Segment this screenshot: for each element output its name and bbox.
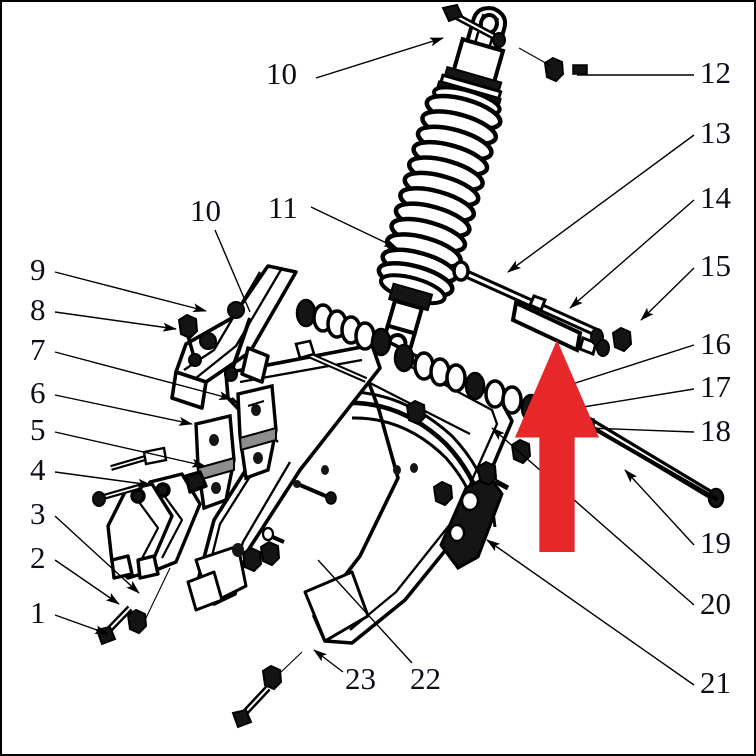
- leader-line-9: [54, 271, 207, 313]
- link-bolt: [224, 317, 252, 382]
- leader-line-18: [587, 427, 695, 433]
- callout-number-6: 6: [30, 375, 46, 410]
- leader-line-22: [317, 559, 413, 664]
- callout-number-14: 14: [700, 180, 731, 215]
- callout-number-2: 2: [30, 540, 46, 575]
- callout-number-23: 23: [345, 661, 376, 696]
- leader-line-13: [507, 134, 695, 273]
- link-bolts-left: [92, 446, 168, 507]
- callout-number-20: 20: [700, 586, 731, 621]
- upper-link-arm: [170, 264, 298, 410]
- callout-number-21: 21: [700, 665, 731, 700]
- bottom-left-bolt-nut: [95, 567, 171, 646]
- chain-slider-guide: [433, 461, 510, 570]
- leader-line-3: [54, 515, 140, 594]
- callout-number-9: 9: [30, 252, 46, 287]
- leader-line-20: [491, 427, 695, 606]
- leader-line-14: [569, 199, 695, 309]
- callout-number-4: 4: [30, 452, 46, 487]
- leader-line-10: [214, 229, 251, 313]
- bottom-axle-bolt: [231, 651, 303, 729]
- callout-number-7: 7: [30, 332, 46, 367]
- leader-line-7: [54, 351, 233, 401]
- callout-number-16: 16: [700, 326, 731, 361]
- leader-line-5: [54, 431, 206, 468]
- callout-number-5: 5: [30, 412, 46, 447]
- callout-number-11: 11: [268, 190, 298, 225]
- leader-line-10: [315, 37, 444, 79]
- leader-line-6: [54, 394, 193, 426]
- lower-link-plates: [106, 470, 208, 580]
- leader-line-16: [565, 344, 695, 387]
- leader-line-19: [624, 469, 695, 546]
- callout-number-18: 18: [700, 413, 731, 448]
- callout-number-17: 17: [700, 369, 731, 404]
- callout-number-15: 15: [700, 248, 731, 283]
- callout-number-10: 10: [266, 56, 297, 91]
- callout-number-10: 10: [190, 193, 221, 228]
- leader-line-1: [54, 614, 109, 635]
- leader-line-8: [54, 311, 177, 332]
- callout-number-22: 22: [410, 661, 441, 696]
- rear-shock-absorber: [357, 6, 508, 359]
- callout-number-12: 12: [700, 55, 731, 90]
- leader-line-23: [313, 649, 344, 673]
- callout-number-13: 13: [700, 115, 731, 150]
- leader-line-21: [486, 539, 695, 686]
- callout-number-1: 1: [30, 595, 46, 630]
- swingarm-small-bolts: [232, 463, 418, 572]
- leader-line-11: [310, 206, 398, 249]
- leader-line-4: [54, 471, 152, 488]
- link-mount-bolt-nut: [178, 314, 202, 367]
- upper-shock-bolt: [441, 3, 506, 48]
- callout-number-3: 3: [30, 496, 46, 531]
- front-spacer-bolt: [294, 339, 368, 383]
- shock-upper-nut: [518, 47, 588, 82]
- callout-number-8: 8: [30, 292, 46, 327]
- leader-line-2: [54, 559, 120, 605]
- pivot-shaft-upper: [452, 260, 632, 357]
- callout-number-19: 19: [700, 525, 731, 560]
- leader-line-15: [640, 267, 695, 321]
- leader-line-17: [576, 388, 695, 409]
